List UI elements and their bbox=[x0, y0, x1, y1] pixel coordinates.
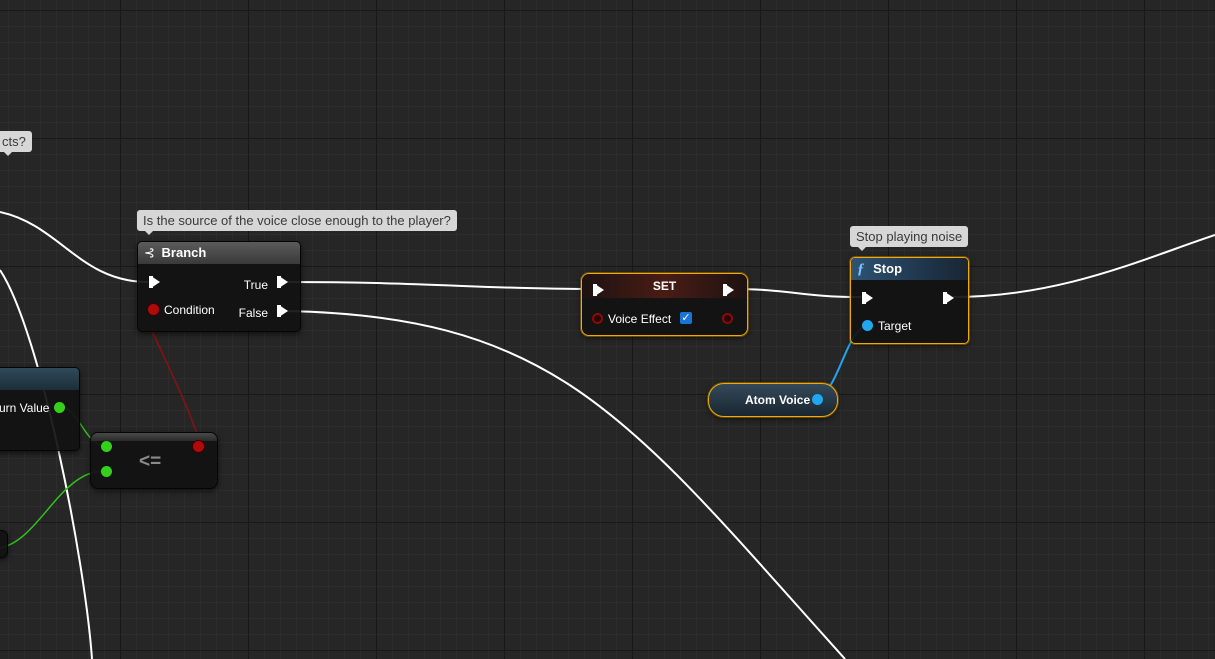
exec-wire-set-to-stop bbox=[732, 288, 862, 298]
stop-target-pin[interactable] bbox=[862, 320, 873, 331]
comment-branch-text: Is the source of the voice close enough … bbox=[143, 213, 451, 228]
partial-return-value-pin[interactable] bbox=[54, 402, 65, 413]
comment-stop[interactable]: Stop playing noise bbox=[850, 226, 969, 251]
set-node-title: SET bbox=[652, 279, 677, 293]
comment-left-partial[interactable]: cts? bbox=[0, 131, 32, 156]
stop-node-header[interactable]: ƒ Stop bbox=[851, 258, 968, 280]
less-equal-node[interactable]: <= bbox=[90, 432, 218, 489]
partial-return-value-label: urn Value bbox=[0, 401, 50, 415]
branch-true-pin[interactable] bbox=[277, 276, 288, 288]
branch-true-label: True bbox=[243, 278, 268, 292]
exec-wire-into-branch bbox=[0, 211, 149, 283]
set-voice-effect-output-pin[interactable] bbox=[722, 313, 733, 324]
less-equal-input-a-pin[interactable] bbox=[101, 441, 112, 452]
branch-false-pin[interactable] bbox=[277, 305, 288, 317]
stop-exec-in-pin[interactable] bbox=[862, 292, 873, 304]
stop-target-label: Target bbox=[878, 319, 912, 333]
stop-node[interactable]: ƒ Stop Target bbox=[850, 257, 969, 344]
partial-float-node[interactable] bbox=[0, 530, 8, 558]
atom-voice-label: Atom Voice bbox=[745, 393, 811, 407]
comment-branch[interactable]: Is the source of the voice close enough … bbox=[137, 210, 457, 235]
exec-wire-left-down bbox=[0, 269, 93, 659]
function-icon: ƒ bbox=[857, 261, 865, 277]
set-voice-effect-input-pin[interactable] bbox=[592, 313, 603, 324]
set-node-header[interactable]: SET bbox=[582, 274, 747, 298]
less-equal-operator: <= bbox=[139, 451, 162, 472]
branch-node-header[interactable]: ⊰ Branch bbox=[138, 242, 300, 264]
comment-left-partial-text: cts? bbox=[2, 134, 26, 149]
bool-wire-condition bbox=[151, 330, 202, 447]
exec-wire-stop-out bbox=[951, 234, 1215, 298]
branch-condition-label: Condition bbox=[164, 303, 215, 317]
partial-function-header[interactable] bbox=[0, 368, 79, 390]
branch-exec-in-pin[interactable] bbox=[149, 276, 160, 288]
stop-node-title: Stop bbox=[873, 261, 903, 276]
set-exec-in-pin[interactable] bbox=[593, 284, 604, 296]
less-equal-header-band bbox=[91, 433, 217, 441]
stop-exec-out-pin[interactable] bbox=[943, 292, 954, 304]
branch-icon: ⊰ bbox=[144, 245, 155, 260]
exec-wire-true-to-set bbox=[284, 281, 593, 290]
branch-condition-pin[interactable] bbox=[148, 304, 159, 315]
branch-node[interactable]: ⊰ Branch True Condition False bbox=[137, 241, 301, 332]
set-node[interactable]: SET Voice Effect ✓ bbox=[581, 273, 748, 336]
less-equal-input-b-pin[interactable] bbox=[101, 466, 112, 477]
exec-wire-false-down bbox=[284, 310, 846, 659]
branch-node-title: Branch bbox=[161, 245, 207, 260]
branch-false-label: False bbox=[238, 306, 268, 320]
set-voice-effect-checkbox[interactable]: ✓ bbox=[680, 312, 692, 324]
atom-voice-output-pin[interactable] bbox=[812, 394, 823, 405]
set-voice-effect-label: Voice Effect bbox=[608, 312, 672, 326]
set-exec-out-pin[interactable] bbox=[723, 284, 734, 296]
comment-stop-text: Stop playing noise bbox=[856, 229, 963, 244]
atom-voice-node[interactable]: Atom Voice bbox=[708, 383, 838, 417]
partial-function-node[interactable]: urn Value bbox=[0, 367, 80, 451]
less-equal-output-pin[interactable] bbox=[193, 441, 204, 452]
